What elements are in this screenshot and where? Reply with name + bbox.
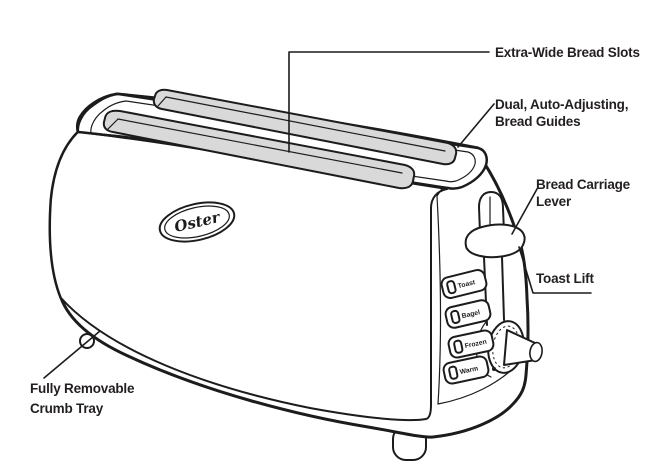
button-frozen: Frozen [447, 329, 495, 359]
button-label: Bagel [461, 309, 481, 320]
button-indicator-light [450, 309, 461, 324]
leader-extra-wide-bread-slots [288, 51, 490, 153]
button-label: Warm [459, 365, 479, 376]
button-label: Toast [457, 279, 477, 290]
bread-slot-front-end-wall [107, 118, 119, 130]
leader-lines [43, 51, 592, 379]
bread-slot-rear-end-wall [157, 96, 167, 107]
leader-crumb-tray [43, 330, 101, 379]
callout-text: Crumb Tray [30, 401, 104, 416]
top-surface [76, 88, 488, 190]
logo-inner-oval [164, 205, 230, 239]
leader-toast-lift [518, 246, 592, 294]
callout-text: Bread Carriage [536, 177, 630, 192]
button-indicator-light [448, 365, 459, 380]
lever-track-upper [478, 191, 505, 234]
leader-bread-carriage-lever [511, 188, 538, 235]
callout-bread-guides: Dual, Auto-Adjusting, Bread Guides [495, 96, 628, 130]
lever-track-lower-right [501, 256, 505, 321]
callout-text: Extra-Wide Bread Slots [495, 45, 640, 60]
bread-slot-rear [152, 88, 458, 166]
callout-text: Bread Guides [495, 114, 581, 129]
button-label: Frozen [464, 339, 487, 350]
callout-extra-wide-bread-slots: Extra-Wide Bread Slots [495, 44, 640, 61]
bread-slot-front-inner-edge [117, 118, 403, 174]
callout-text: Toast Lift [536, 271, 594, 286]
lever-handle [464, 223, 526, 259]
mode-buttons: Toast Bagel Frozen Warm [440, 268, 495, 385]
button-toast: Toast [440, 268, 488, 300]
button-warm: Warm [442, 355, 490, 385]
side-panel-seam [436, 195, 442, 405]
knob-pointer-cap [529, 341, 543, 363]
callout-text: Dual, Auto-Adjusting, [495, 97, 629, 112]
toast-shade-knob [475, 320, 543, 378]
callout-toast-lift: Toast Lift [536, 270, 594, 287]
callout-text: Fully Removable [30, 381, 135, 396]
button-bagel: Bagel [444, 299, 492, 329]
leader-bread-guides [457, 103, 495, 148]
bread-carriage-lever [464, 191, 526, 326]
callout-crumb-tray: Fully Removable Crumb Tray [30, 379, 134, 419]
bread-slot-front [102, 109, 416, 190]
logo-outer-oval [158, 201, 236, 243]
callout-text: Lever [536, 194, 572, 209]
button-indicator-light [446, 280, 457, 295]
button-indicator-light [453, 339, 464, 354]
knob-screw [492, 367, 496, 371]
callout-bread-carriage-lever: Bread Carriage Lever [536, 176, 630, 210]
bread-slot-rear-inner-edge [165, 96, 446, 152]
